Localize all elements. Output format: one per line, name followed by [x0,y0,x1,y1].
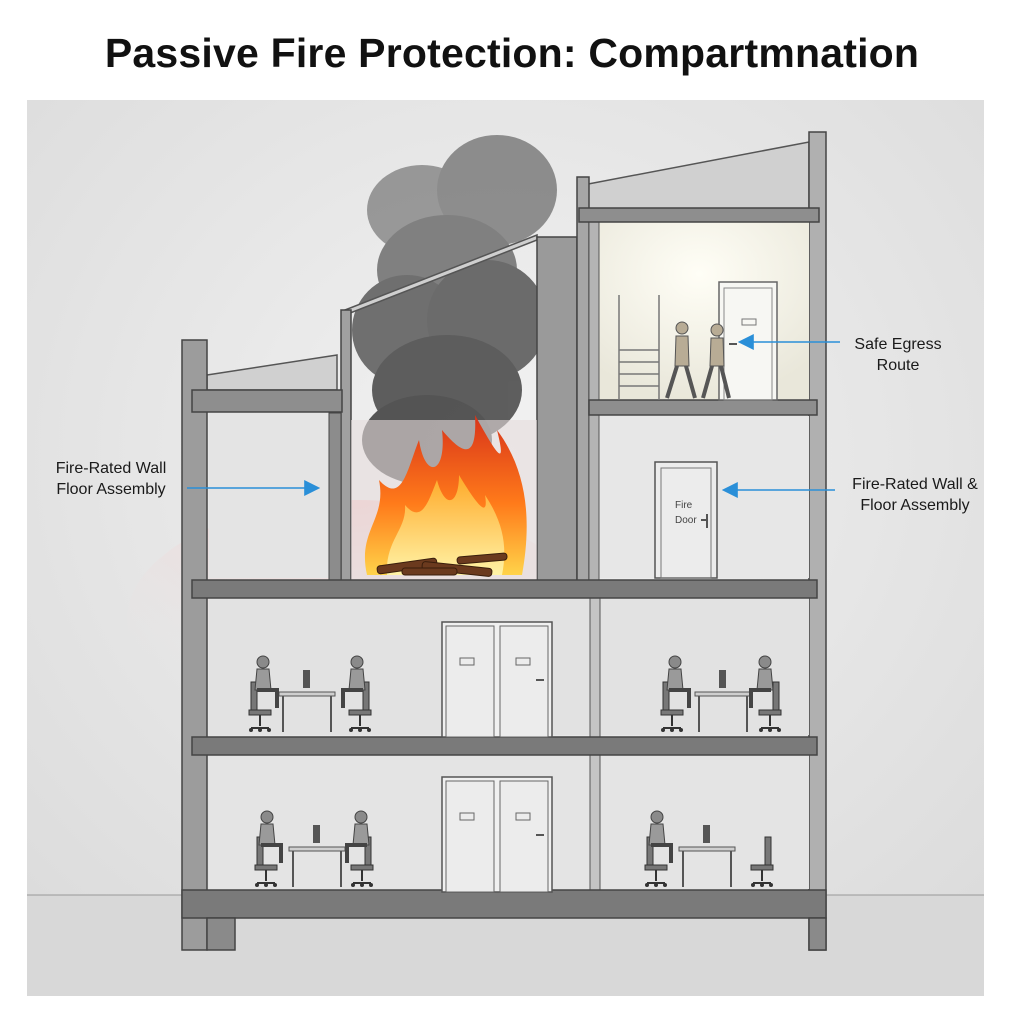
label-left-line1: Fire-Rated Wall [55,460,167,477]
inner-wall-left [328,412,342,584]
label-safe-egress-route: Safe Egress Route [838,334,958,376]
double-door-floor1 [441,776,553,893]
foundation-slab [181,889,827,919]
foundation-right [808,917,827,951]
room-upper-left [209,413,329,578]
middle-left-wall [340,309,352,583]
label-right-line1: Fire-Rated Wall & [852,476,978,493]
right-outer-wall [808,131,827,951]
slab-fire-floor [191,579,818,599]
slab-right-mid [588,399,818,416]
left-outer-wall [181,339,208,951]
fire-flames [364,415,527,577]
label-egress-line1: Safe Egress [854,336,942,353]
building-section-illustration: Fire Door [27,100,984,996]
foundation-left [206,917,236,951]
label-egress-line2: Route [876,357,920,374]
fire-door-label-line2: Door [675,515,697,526]
exit-door [718,281,778,401]
walking-person-1 [665,321,697,399]
roof-slab-left [191,389,343,413]
slab-floor2 [191,736,818,756]
fire-door [654,461,718,579]
inner-wall-floor2 [589,596,601,738]
burning-logs [376,552,508,577]
diagram-title: Passive Fire Protection: Compartmnation [104,30,920,76]
label-fire-rated-wall-right: Fire-Rated Wall & Floor Assembly [835,474,995,516]
stair-railing [618,295,660,400]
fire-door-label-line1: Fire [675,500,693,511]
shaft-wall [536,236,578,583]
label-right-line2: Floor Assembly [860,497,970,514]
double-door-floor2 [441,621,553,738]
right-upper-wall [576,176,590,583]
inner-wall-floor1 [589,754,601,891]
smoke-plume [352,135,557,485]
walking-person-2 [701,323,731,399]
label-left-line2: Floor Assembly [56,481,166,498]
label-fire-rated-wall-left: Fire-Rated Wall Floor Assembly [36,458,186,500]
roof-slab-right [578,207,820,223]
